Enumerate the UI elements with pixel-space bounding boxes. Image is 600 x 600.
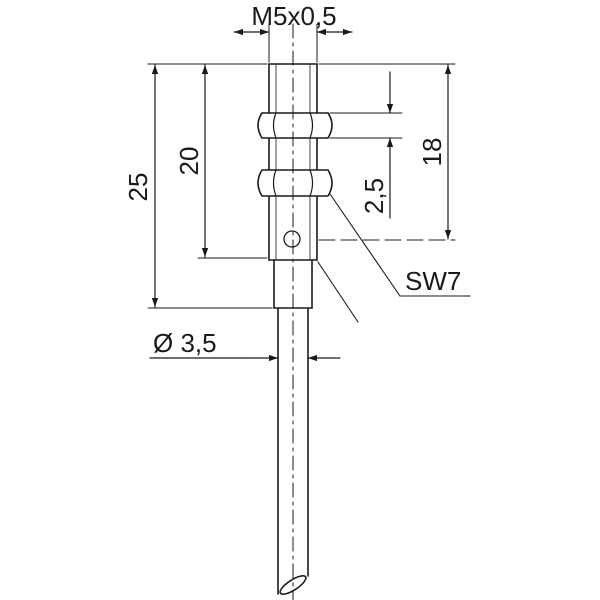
upper-hex-nut: [257, 112, 333, 139]
wrench-size-label: SW7: [405, 266, 461, 296]
nut-thickness-label: 2,5: [359, 178, 389, 214]
thread-label: M5x0,5: [251, 1, 336, 31]
dimension-lines: [149, 28, 452, 362]
length-sensing-label: 18: [417, 138, 447, 167]
length-total-label: 25: [123, 173, 153, 202]
led-indicator: [283, 230, 301, 248]
lower-hex-nut: [257, 169, 333, 197]
wrench-size-leader: [317, 193, 471, 323]
length-thread-label: 20: [174, 147, 204, 176]
cable-diameter-label: Ø 3,5: [153, 328, 217, 358]
